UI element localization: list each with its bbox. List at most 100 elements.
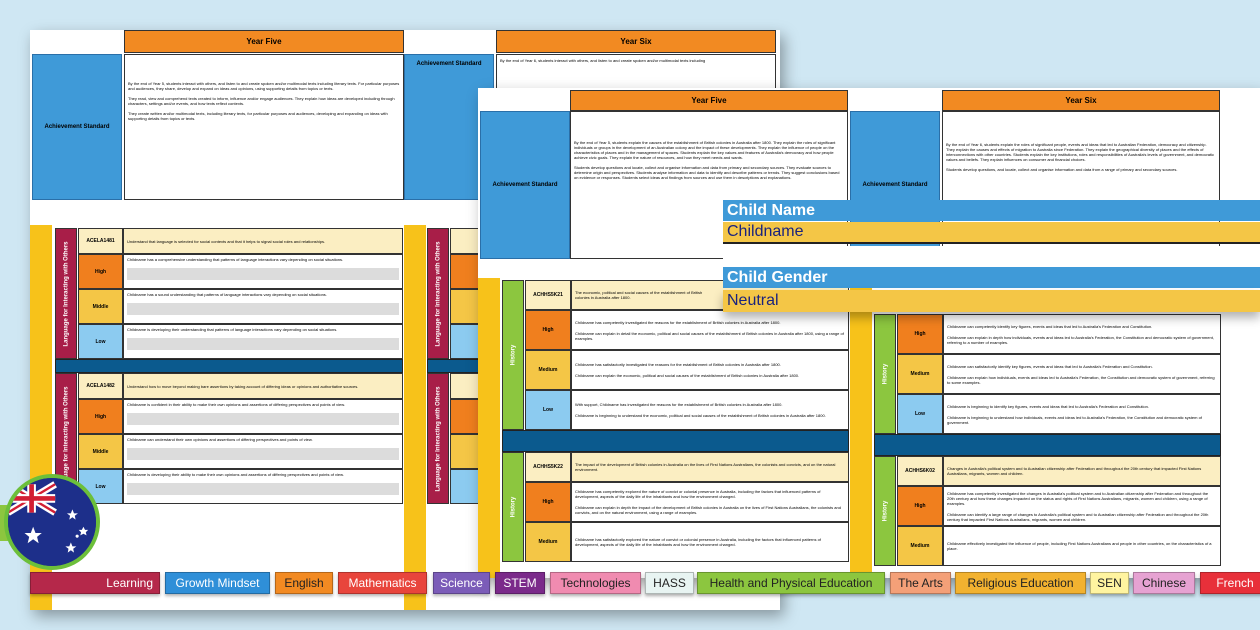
comment-text: Childname has a comprehensive understand… [127, 257, 344, 262]
section-divider [502, 430, 849, 452]
level-description[interactable]: Childname is developing their understand… [123, 324, 403, 359]
comment-input[interactable] [127, 268, 399, 280]
level-description[interactable]: Childname is confident in their ability … [123, 399, 403, 434]
level-description[interactable]: Childname has satisfactorily investigate… [571, 350, 849, 390]
header-year-six: Year Six [496, 30, 776, 53]
standard-description: The impact of the development of British… [571, 452, 849, 482]
tab-english[interactable]: English [275, 572, 333, 594]
comment-text: Childname has satisfactorily explored th… [575, 537, 821, 547]
achievement-paragraph: Students develop questions, and locate, … [946, 167, 1178, 172]
standard-code: ACHHS6K02 [897, 456, 943, 486]
comment-text: Childname can satisfactorily identify ke… [947, 363, 1153, 369]
tab-french[interactable]: French [1200, 572, 1260, 594]
australian-flag-icon [8, 478, 96, 566]
level-high: High [78, 399, 123, 434]
achievement-standard-label: Achievement Standard [32, 54, 122, 200]
achievement-paragraph: They read, view and comprehend texts cre… [128, 96, 395, 106]
subject-label-text: History [510, 496, 517, 518]
tab-technologies[interactable]: Technologies [550, 572, 641, 594]
tab-chinese[interactable]: Chinese [1133, 572, 1195, 594]
standard-description: Changes in Australia's political system … [943, 456, 1221, 486]
level-description[interactable]: Childname has a sound understanding that… [123, 289, 403, 324]
description-text: The economic, political and social cause… [575, 290, 703, 300]
achievement-paragraph: By the end of Year 5, students interact … [128, 81, 400, 91]
front-document: Year Five Year Six Achievement Standard … [478, 88, 1260, 578]
subject-label: History [874, 456, 896, 566]
subject-label-text: Language for Interacting with Others [63, 240, 70, 347]
level-middle: Middle [78, 434, 123, 469]
standard-code: ACHHS5K21 [525, 280, 571, 310]
level-low: Low [78, 324, 123, 359]
comment-text: Childname can explain in depth how indiv… [947, 334, 1214, 345]
standard-description: Understand how to move beyond making bar… [123, 373, 403, 399]
comment-input[interactable] [127, 413, 399, 425]
comment-text: Childname is developing their understand… [127, 327, 338, 332]
comment-input[interactable] [127, 338, 399, 350]
subject-label: Language for Interacting with Others [427, 373, 449, 504]
tab-hass[interactable]: HASS [645, 572, 694, 594]
tab-stem[interactable]: STEM [495, 572, 545, 594]
section-divider [55, 359, 403, 373]
level-description[interactable]: Childname can competently identify key f… [943, 314, 1221, 354]
level-description[interactable]: Childname has satisfactorily explored th… [571, 522, 849, 562]
comment-input[interactable] [127, 483, 399, 495]
comment-text: Childname effectively investigated the i… [947, 541, 1212, 551]
standard-description: Understand that language is selected for… [123, 228, 403, 254]
child-name-field[interactable]: Childname [723, 222, 1260, 244]
tab-religious-education[interactable]: Religious Education [955, 572, 1086, 594]
level-description[interactable]: Childname can satisfactorily identify ke… [943, 354, 1221, 394]
standard-code: ACHHS5K22 [525, 452, 571, 482]
level-low: Low [897, 394, 943, 434]
tab-the-arts[interactable]: The Arts [890, 572, 951, 594]
yellow-strip [404, 225, 426, 610]
header-year-five: Year Five [124, 30, 404, 53]
subject-label-text: Language for Interacting with Others [435, 240, 442, 347]
level-high: High [78, 254, 123, 289]
comment-text: Childname has competently investigated t… [947, 490, 1209, 506]
description-text: Understand how to move beyond making bar… [127, 383, 359, 389]
comment-input[interactable] [127, 303, 399, 315]
subject-label-text: History [882, 500, 889, 522]
level-low: Low [525, 390, 571, 430]
achievement-paragraph: They create written and/or multimodal te… [128, 111, 388, 121]
subject-label-text: History [510, 344, 517, 366]
level-description[interactable]: Childname has competently explored the n… [571, 482, 849, 522]
comment-text: Childname has competently investigated t… [575, 319, 781, 325]
achievement-standard-label: Achievement Standard [480, 111, 570, 259]
level-description[interactable]: Childname effectively investigated the i… [943, 526, 1221, 566]
yellow-strip [478, 278, 500, 578]
level-high: High [525, 482, 571, 522]
level-description[interactable]: Childname has competently investigated t… [943, 486, 1221, 526]
comment-text: With support, Childname has investigated… [575, 402, 783, 407]
achievement-paragraph: By the end of Year 5, students explain t… [574, 140, 836, 160]
subject-label-text: History [882, 363, 889, 385]
achievement-paragraph: By the end of Year 6, students explain t… [946, 142, 1215, 162]
comment-text: Childname can identify a large range of … [947, 511, 1209, 522]
level-medium: Medium [525, 350, 571, 390]
level-description[interactable]: Childname has competently investigated t… [571, 310, 849, 350]
comment-text: Childname is beginning to identify key f… [947, 403, 1149, 409]
tab-health-and-physical-education[interactable]: Health and Physical Education [697, 572, 885, 594]
comment-text: Childname can explain the economic, poli… [575, 373, 800, 378]
child-gender-field[interactable]: Neutral [723, 290, 1260, 312]
level-description[interactable]: Childname is developing their ability to… [123, 469, 403, 504]
comment-input[interactable] [127, 448, 399, 460]
yellow-strip [850, 278, 872, 578]
tab-growth-mindset[interactable]: Growth Mindset [165, 572, 270, 594]
level-description[interactable]: With support, Childname has investigated… [571, 390, 849, 430]
comment-text: Childname can explain in detail the econ… [575, 330, 844, 341]
standard-code: ACELA1481 [78, 228, 123, 254]
tab-sen[interactable]: SEN [1090, 572, 1129, 594]
tab-learning[interactable]: Learning [30, 572, 160, 594]
level-description[interactable]: Childname is beginning to identify key f… [943, 394, 1221, 434]
comment-text: Childname is developing their ability to… [127, 472, 344, 477]
level-description[interactable]: Childname has a comprehensive understand… [123, 254, 403, 289]
tab-science[interactable]: Science [433, 572, 490, 594]
subject-label: History [874, 314, 896, 434]
level-high: High [525, 310, 571, 350]
comment-text: Childname has a sound understanding that… [127, 292, 327, 297]
level-description[interactable]: Childname can understand their own opini… [123, 434, 403, 469]
tab-mathematics[interactable]: Mathematics [338, 572, 427, 594]
comment-text: Childname can explain in depth the impac… [575, 505, 841, 515]
comment-text: Childname is confident in their ability … [127, 402, 346, 407]
